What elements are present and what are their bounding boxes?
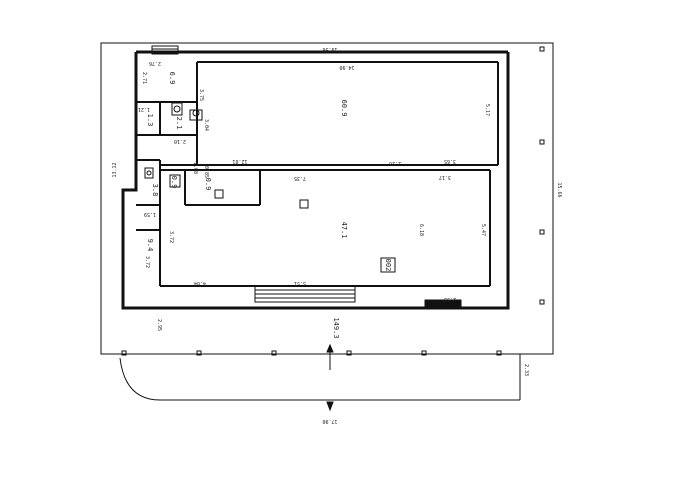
big-bottom-area: 47.1: [340, 222, 348, 239]
r3-area: 1.3: [146, 114, 154, 127]
r1-area: 6.9: [168, 72, 176, 85]
site-lines: [119, 343, 521, 412]
bottom-steps: [254, 285, 462, 307]
r1-top-dim: 2.76: [149, 60, 161, 66]
dimension-labels: 19.56 13.12 15.66 2.33 2.95 17.90 14.90 …: [112, 46, 562, 424]
dim-220: 2.20: [389, 160, 401, 166]
big-top-bottom-dim: 12.01: [232, 158, 247, 164]
r4-top-dim: 1.08: [192, 162, 198, 174]
survey-marks: [121, 46, 545, 356]
r4-area: 0.9: [170, 176, 178, 189]
outer-top-dim: 19.56: [322, 46, 337, 52]
big-top-left2-dim: 3.75: [198, 89, 204, 101]
r2-right-dim: 2.10: [174, 138, 186, 144]
dim-735: 7.35: [294, 175, 306, 181]
plan-number-box: [380, 257, 396, 273]
r5-area: 0.9: [204, 178, 212, 191]
dim-404: 4.04: [194, 280, 206, 286]
fixtures: [144, 102, 309, 209]
dim-317: 3.17: [439, 174, 451, 180]
outer-left-dim: 13.12: [112, 162, 118, 177]
r2-area: 2.1: [175, 117, 183, 130]
area-labels: 6.9 2.1 1.3 0.9 0.9 3.8 9.4 60.9 47.1 00…: [146, 72, 392, 339]
big-top-right-dim: 5.17: [484, 104, 490, 116]
dim-365: 3.65: [444, 158, 456, 164]
bottom-left-dim: 2.95: [156, 319, 162, 331]
bottom-total-dim: 17.90: [322, 418, 337, 424]
r7-area: 9.4: [146, 239, 154, 252]
outer-frame: [100, 42, 554, 355]
outer-right-dim: 15.66: [556, 182, 562, 197]
interior-walls: [136, 61, 499, 287]
big-top-area: 60.9: [340, 100, 348, 117]
r5-top-dim: 0.85: [203, 166, 209, 178]
total-area: 149.3: [332, 317, 340, 338]
r1-left-dim: 2.71: [141, 72, 147, 84]
plan-number: 002: [384, 259, 392, 272]
dim-551: 5.51: [294, 280, 306, 286]
big-bottom-bottom-dim: 6.18: [418, 224, 424, 236]
big-top-top-dim: 14.90: [339, 64, 354, 70]
big-top-left-dim: 3.04: [203, 119, 209, 131]
building-outline: [121, 52, 510, 310]
r7-left-dim: 3.72: [144, 256, 150, 268]
big-bottom-right-dim: 5.47: [480, 224, 486, 236]
r3-top-dim: 1.21: [138, 106, 150, 112]
bottom-right-dim: 2.33: [523, 364, 529, 376]
top-stairs: [151, 45, 179, 55]
big-bottom-left-dim: 3.72: [168, 231, 174, 243]
r6-top-dim: 1.59: [144, 211, 156, 217]
r6-area: 3.8: [151, 184, 159, 197]
dim-255: 2.55: [444, 296, 456, 302]
